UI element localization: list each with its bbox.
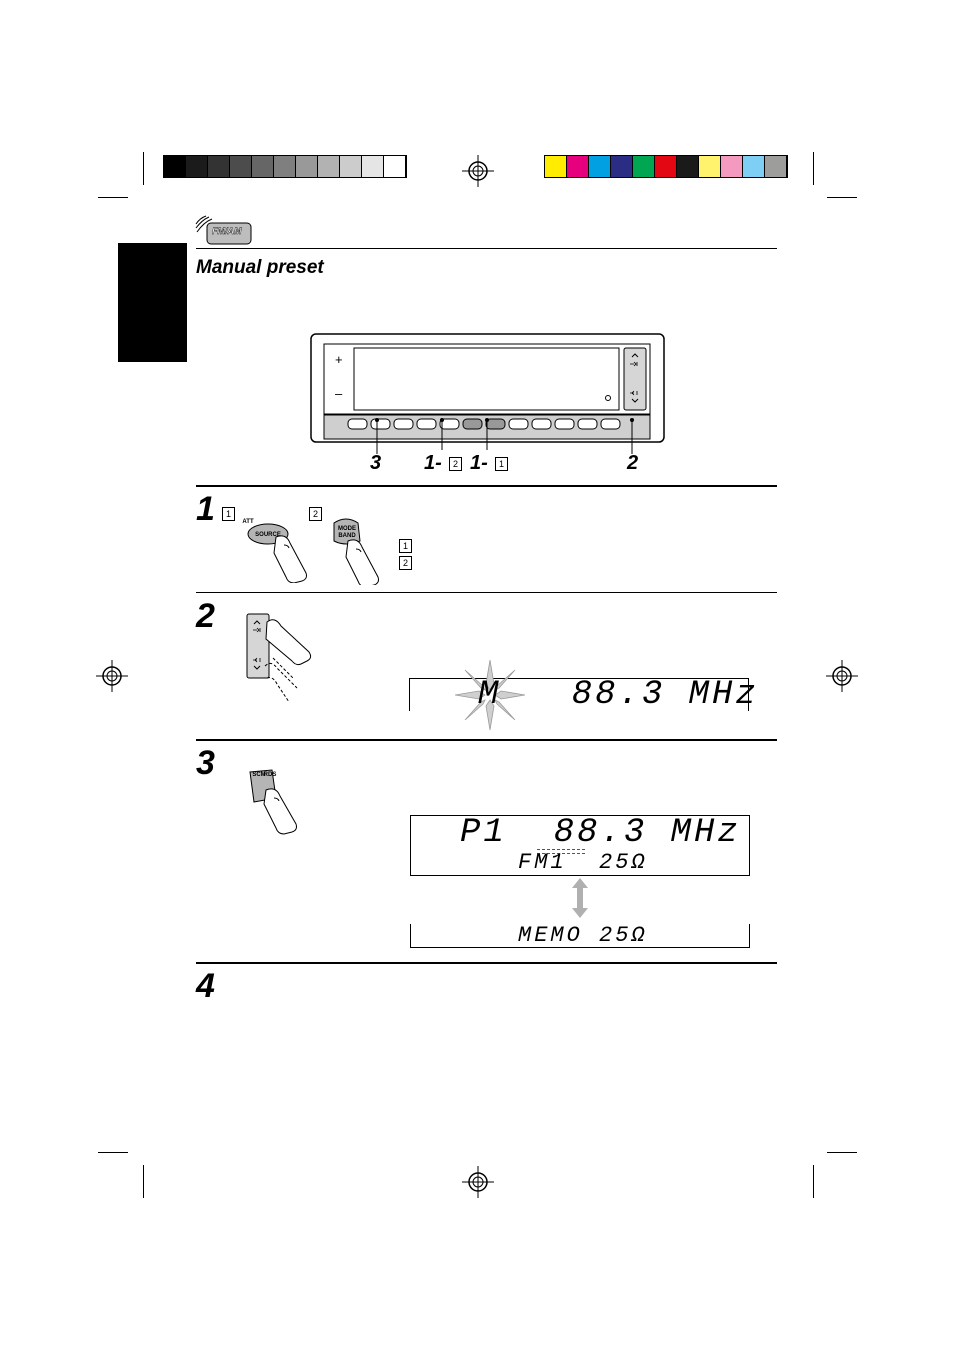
rds-label: RDS — [264, 772, 277, 778]
step-number: 2 — [196, 597, 215, 635]
panel-preset-button — [462, 418, 483, 430]
callout-1-2-prefix: 1- — [424, 452, 442, 474]
crop-mark — [827, 1152, 857, 1153]
color-swatch — [545, 156, 567, 177]
registration-target-icon — [462, 155, 494, 187]
panel-preset-button — [508, 418, 529, 430]
source-button-label: SOURCE — [255, 532, 281, 538]
display-memo — [410, 924, 750, 948]
color-swatch — [186, 156, 208, 177]
step-number: 1 — [196, 490, 215, 528]
grayscale-bar — [163, 155, 407, 178]
color-swatch — [699, 156, 721, 177]
step-rule — [196, 485, 777, 487]
registration-target-icon — [462, 1166, 494, 1198]
panel-preset-button — [393, 418, 414, 430]
panel-preset-button — [600, 418, 621, 430]
alternating-arrow-icon — [572, 878, 588, 918]
preset-button-press-illustration: SCM RDS — [249, 769, 297, 835]
color-swatch — [765, 156, 787, 177]
display-memo-text: MEMO 25Ω — [518, 923, 648, 948]
step-rule — [196, 962, 777, 964]
step1-legend-b-box: 2 — [399, 556, 412, 570]
callout-1-1-box: 1 — [495, 457, 508, 471]
fm-am-label: FM/AM — [212, 226, 242, 236]
registration-target-icon — [96, 660, 128, 692]
section-title: Manual preset — [196, 257, 324, 278]
source-button-press-illustration: SOURCE ATT — [242, 519, 307, 583]
panel-preset-button — [439, 418, 460, 430]
color-swatch — [296, 156, 318, 177]
mode-band-button-press-illustration: MODE BAND — [333, 518, 379, 585]
panel-preset-button — [531, 418, 552, 430]
display-manual-tune — [409, 678, 749, 711]
step-rule — [196, 592, 777, 593]
blink-indicator-icon — [455, 660, 525, 730]
callout-leaders — [375, 418, 634, 454]
tuning-button-press-illustration — [246, 613, 312, 703]
volume-plus-label: + — [335, 352, 343, 367]
callout-1-2-box: 2 — [449, 457, 462, 471]
color-swatch — [677, 156, 699, 177]
header-rule — [196, 248, 777, 249]
color-swatch — [589, 156, 611, 177]
color-swatch — [362, 156, 384, 177]
callout-2: 2 — [627, 452, 639, 474]
color-swatch — [252, 156, 274, 177]
step1-legend-a-box: 1 — [399, 539, 412, 553]
color-swatch — [633, 156, 655, 177]
crop-mark — [813, 152, 814, 185]
color-swatch — [655, 156, 677, 177]
color-swatch — [208, 156, 230, 177]
color-swatch — [384, 156, 406, 177]
step1-sub-b-box: 2 — [309, 507, 322, 521]
panel-preset-button — [577, 418, 598, 430]
att-label: ATT — [242, 519, 254, 525]
color-swatch — [274, 156, 296, 177]
crop-mark — [98, 1152, 128, 1153]
color-bar — [544, 155, 788, 178]
panel-preset-button — [416, 418, 437, 430]
step-number: 3 — [196, 744, 215, 782]
display-segment-dashes — [537, 849, 585, 854]
step1-sub-a-box: 1 — [222, 507, 235, 521]
crop-mark — [98, 197, 128, 198]
callout-3: 3 — [370, 452, 382, 474]
display-preset-stored — [410, 815, 750, 876]
step-rule — [196, 739, 777, 741]
display-preset-sub-text: FM1 25Ω — [518, 850, 648, 875]
crop-mark — [827, 197, 857, 198]
color-swatch — [721, 156, 743, 177]
scm-label: SCM — [252, 772, 265, 778]
crop-mark — [813, 1165, 814, 1198]
band-label: BAND — [338, 533, 356, 539]
color-swatch — [611, 156, 633, 177]
volume-minus-label: – — [335, 386, 343, 401]
registration-target-icon — [826, 660, 858, 692]
color-swatch — [567, 156, 589, 177]
color-swatch — [230, 156, 252, 177]
panel-preset-button — [485, 418, 506, 430]
color-swatch — [318, 156, 340, 177]
panel-preset-button — [347, 418, 368, 430]
callout-1-1-prefix: 1- — [470, 452, 488, 474]
crop-mark — [143, 152, 144, 185]
panel-preset-button — [554, 418, 575, 430]
step-number: 4 — [196, 967, 215, 1005]
color-swatch — [340, 156, 362, 177]
color-swatch — [164, 156, 186, 177]
display-preset-main-text: P1 88.3 MHz — [460, 814, 741, 852]
display-manual-tune-text: M 88.3 MHz — [478, 676, 759, 714]
language-tab — [118, 243, 187, 362]
crop-mark — [143, 1165, 144, 1198]
color-swatch — [743, 156, 765, 177]
mode-label: MODE — [338, 526, 356, 532]
fm-am-icon: FM/AM — [194, 214, 252, 246]
